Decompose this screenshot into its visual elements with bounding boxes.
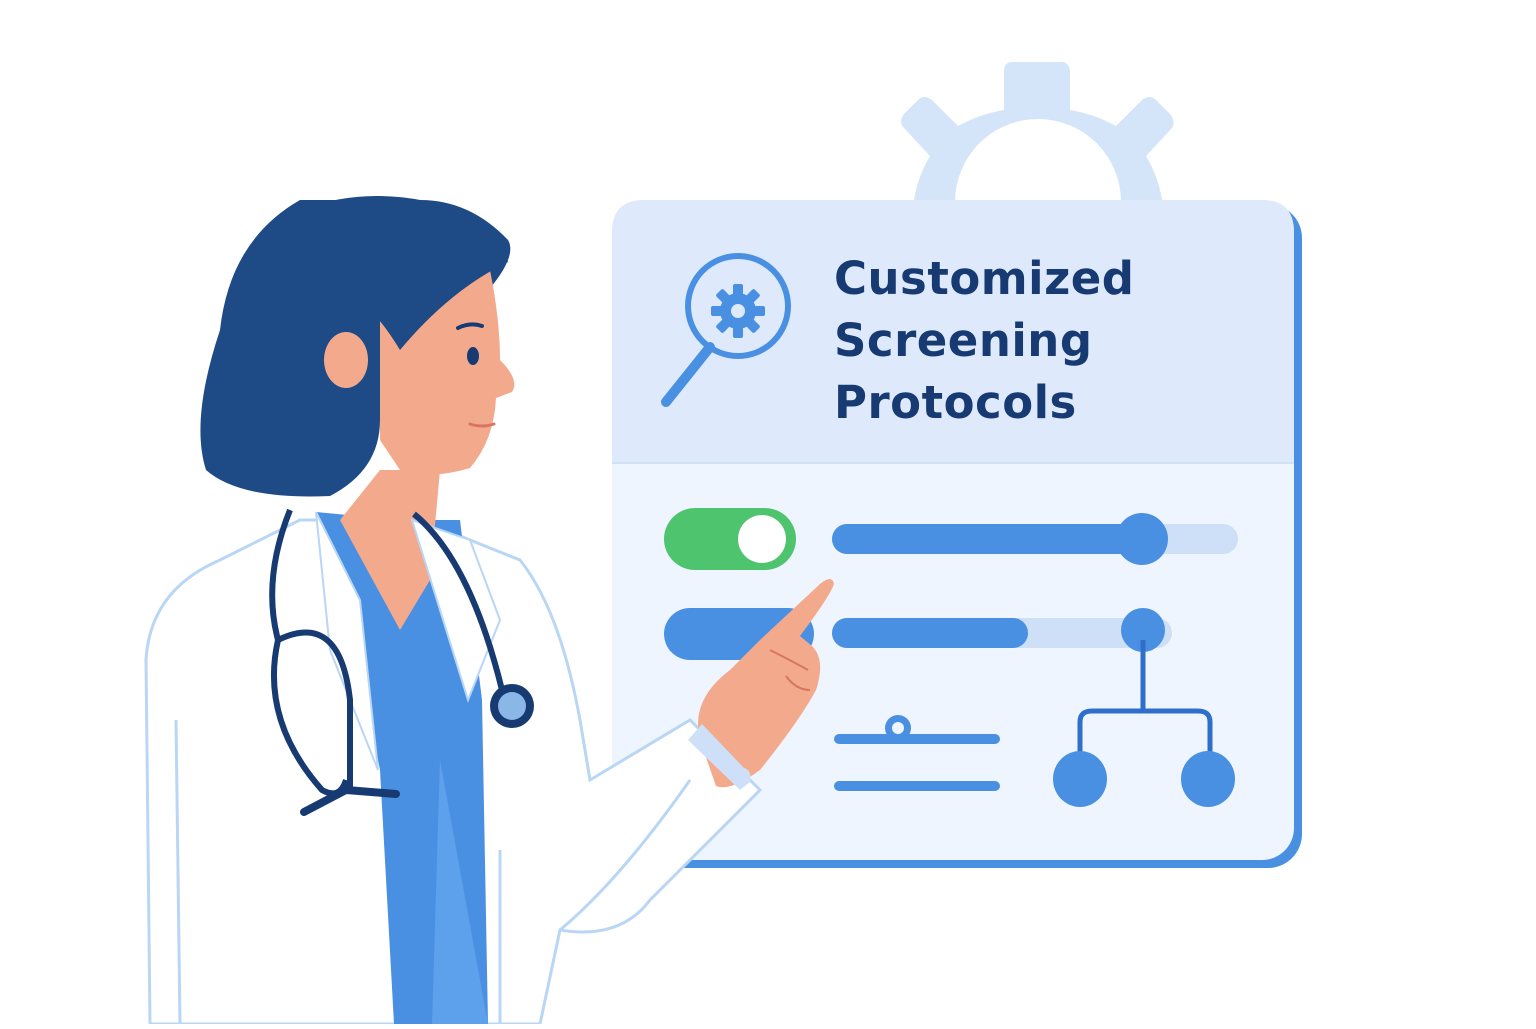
gear-icon bbox=[864, 62, 1214, 212]
slider-2[interactable] bbox=[832, 618, 1172, 648]
title-line-1: Customized bbox=[834, 252, 1135, 305]
stethoscope-icon bbox=[269, 508, 534, 816]
panel-title: Customized Screening Protocols bbox=[834, 248, 1254, 434]
toggle-switch[interactable] bbox=[664, 508, 796, 570]
hierarchy-diagram-icon bbox=[1053, 608, 1235, 807]
magnifier-gear-icon bbox=[661, 253, 791, 407]
mini-slider[interactable] bbox=[834, 715, 1000, 744]
doctor-figure bbox=[144, 195, 763, 1026]
slider-1[interactable] bbox=[832, 513, 1238, 565]
pointing-hand-icon bbox=[688, 579, 834, 790]
text-line-placeholder bbox=[834, 781, 1000, 791]
title-line-3: Protocols bbox=[834, 376, 1077, 429]
title-line-2: Screening bbox=[834, 314, 1093, 367]
